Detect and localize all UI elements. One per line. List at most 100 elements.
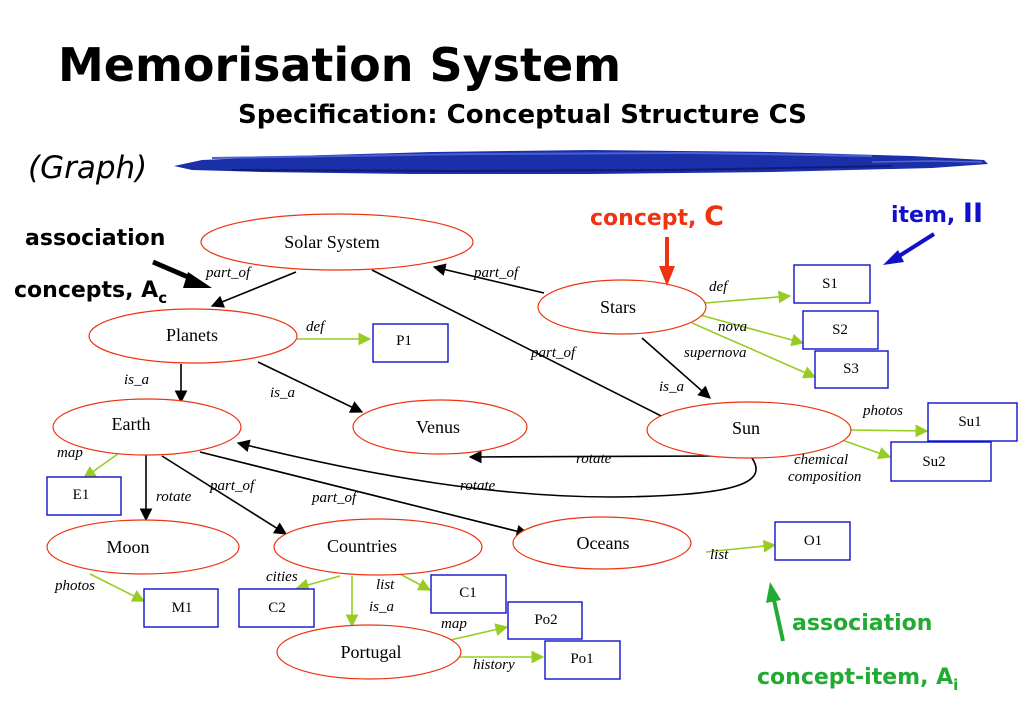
edge-stars-s1 (704, 290, 792, 304)
edge-label-is-a-planets-earth: is_a (124, 372, 149, 388)
edge-label-part-of-solar-sun: part_of (530, 345, 577, 361)
concept-oceans (512, 516, 692, 570)
item-label-s2: S2 (832, 322, 848, 338)
annotation-item-text: item, (891, 203, 963, 228)
annotation-concept: concept, C (590, 201, 724, 232)
edge-label-chemical: chemical (794, 452, 848, 468)
item-p1 (372, 323, 449, 363)
concept-planets (88, 308, 298, 364)
concept-label-planets: Planets (166, 325, 218, 345)
edge-planets-venus (257, 361, 364, 413)
annotation-assoc-item-sub: i (953, 676, 958, 694)
edge-sun-su2 (841, 439, 892, 460)
edge-label-cities: cities (266, 569, 298, 585)
edge-label-def-stars: def (709, 279, 729, 295)
concept-nodes (46, 213, 852, 680)
item-edges (82, 290, 929, 664)
concept-sun (646, 401, 852, 459)
concept-portugal (276, 624, 462, 680)
item-label-o1: O1 (804, 533, 822, 549)
item-e1 (46, 476, 122, 516)
item-po2 (507, 601, 583, 640)
annotation-assoc-concepts-text: concepts, A (14, 278, 158, 303)
concept-label-solar-system: Solar System (284, 232, 380, 252)
edge-label-history: history (473, 657, 515, 673)
item-nodes (46, 264, 1018, 680)
item-c1 (430, 574, 507, 614)
concept-label-oceans: Oceans (577, 533, 630, 553)
edge-label-is-a-planets-venus: is_a (270, 385, 295, 401)
edge-label-part-of-solar-planets: part_of (205, 265, 252, 281)
edge-portugal-po2 (445, 623, 509, 642)
edge-label-is-a-countries: is_a (369, 599, 394, 615)
edge-countries-c1 (399, 573, 432, 591)
item-label-e1: E1 (73, 487, 90, 503)
edge-label-rotate-earth-moon: rotate (156, 489, 192, 505)
item-s1 (793, 264, 871, 304)
arrow-item (894, 232, 936, 260)
arrow-assoc-item (772, 599, 785, 642)
edge-stars-sun (641, 337, 711, 399)
concept-label-stars: Stars (600, 297, 636, 317)
item-labels: S1 S2 S3 P1 Su1 Su2 E1 O1 M1 C1 C2 Po2 P… (73, 276, 982, 667)
edge-stars-solar (432, 263, 545, 294)
edge-sun-venus (468, 450, 719, 464)
edge-countries-c2 (295, 575, 341, 592)
concept-label-moon: Moon (106, 537, 149, 557)
edge-label-photos-sun: photos (862, 403, 903, 419)
concept-countries (273, 518, 483, 576)
item-label-po2: Po2 (534, 612, 557, 628)
edge-label-list-countries: list (376, 577, 395, 593)
concept-labels: Solar System Stars Planets Earth Venus S… (106, 232, 760, 662)
edge-stars-s3 (691, 322, 817, 379)
edge-label-nova: nova (718, 319, 747, 335)
annotation-assoc-item-text: concept-item, A (757, 665, 953, 690)
item-label-c1: C1 (459, 585, 477, 601)
concept-label-portugal: Portugal (341, 642, 402, 662)
edge-label-def-planets: def (306, 319, 326, 335)
item-su2 (890, 441, 992, 482)
annotation-item-symbol: II (963, 198, 983, 229)
edge-earth-countries (161, 455, 288, 535)
concept-edges (139, 263, 757, 538)
item-label-c2: C2 (268, 600, 286, 616)
concept-stars (537, 279, 707, 335)
concept-label-earth: Earth (112, 414, 151, 434)
item-label-po1: Po1 (570, 651, 593, 667)
edge-labels: part_of part_of part_of def nova superno… (54, 265, 903, 673)
edge-label-supernova: supernova (684, 345, 747, 361)
concept-earth (52, 398, 242, 456)
edge-earth-e1 (82, 450, 123, 479)
item-s3 (814, 350, 889, 389)
concept-label-sun: Sun (732, 418, 760, 438)
concept-solar-system (200, 213, 474, 271)
concept-label-countries: Countries (327, 536, 397, 556)
edge-solar-sun (371, 269, 685, 428)
item-label-s1: S1 (822, 276, 838, 292)
edge-label-map-earth: map (57, 445, 83, 461)
annotation-assoc-concepts-line1: association (25, 226, 165, 251)
edge-label-composition: composition (788, 469, 861, 485)
item-label-m1: M1 (172, 600, 193, 616)
concept-moon (46, 519, 240, 575)
edge-label-map-portugal: map (441, 616, 467, 632)
item-su1 (927, 402, 1018, 442)
edge-solar-planets (210, 271, 297, 308)
graph-label: (Graph) (28, 150, 148, 186)
annotation-concept-text: concept, (590, 206, 704, 231)
annotation-arrows (152, 232, 936, 642)
item-c2 (238, 588, 315, 628)
item-s2 (802, 310, 879, 350)
edge-moon-m1 (89, 573, 146, 602)
edge-sun-su1 (849, 424, 929, 438)
edge-oceans-o1 (705, 539, 777, 553)
item-label-p1: P1 (396, 333, 412, 349)
annotation-concept-symbol: C (704, 201, 724, 232)
edge-label-part-of-stars-solar: part_of (473, 265, 520, 281)
item-label-s3: S3 (843, 361, 859, 377)
edge-label-rotate-sun-venus: rotate (576, 451, 612, 467)
page-title: Memorisation System (58, 38, 622, 92)
concept-venus (352, 399, 528, 455)
item-m1 (143, 588, 219, 628)
edge-earth-oceans (199, 451, 530, 538)
